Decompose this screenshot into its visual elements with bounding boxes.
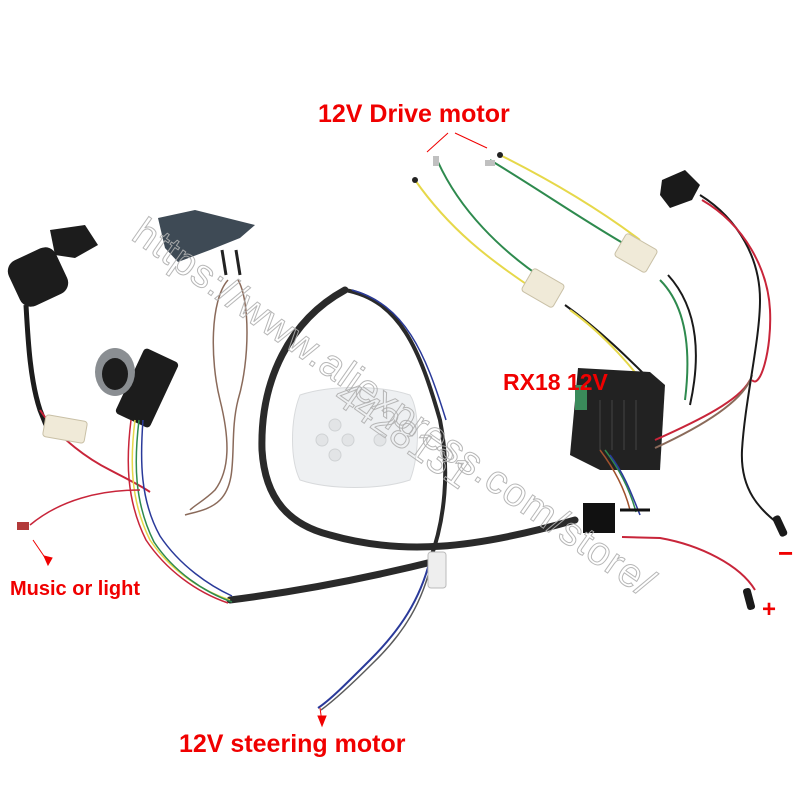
annotation-arrows [32,132,488,728]
music-light-label: Music or light [10,578,140,600]
drive-motor-wires [412,152,697,406]
controller-label: RX18 12V [503,369,608,395]
remote-control [292,387,418,488]
gear-shift-switch [158,210,255,516]
positive-terminal-label: + [762,596,777,623]
music-light-terminal [17,522,29,530]
main-harness-sleeve [226,286,579,711]
foot-pedal-switch [95,348,233,604]
negative-terminal-label: − [778,538,794,568]
positive-lead [621,536,756,591]
drive-motor-label: 12V Drive motor [318,100,510,128]
steering-motor-label: 12V steering motor [179,730,406,758]
key-switch [7,225,151,493]
steering-connector [427,551,447,589]
power-switch [583,503,615,533]
music-light-wire [29,489,141,526]
battery-connector [660,170,788,537]
